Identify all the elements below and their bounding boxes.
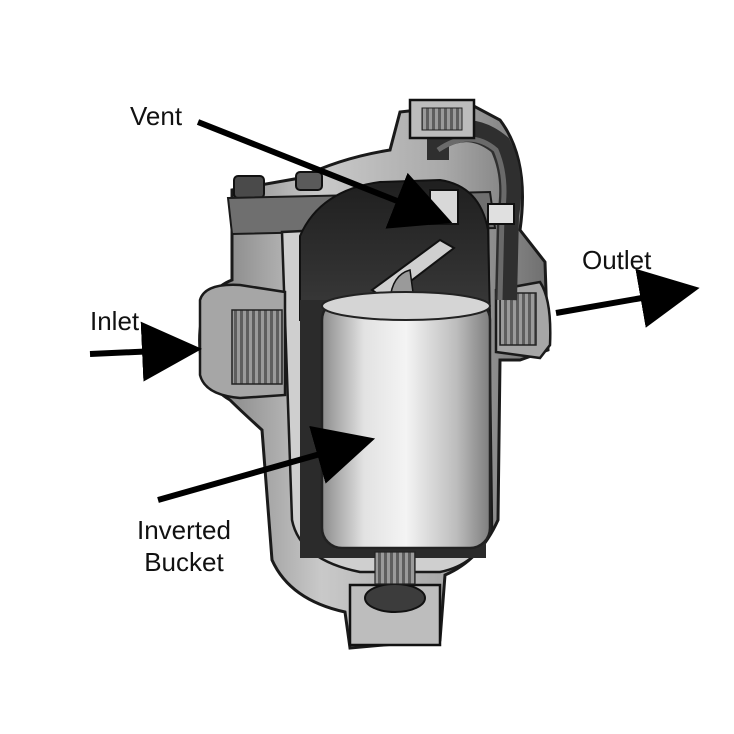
inlet-arrow	[89, 321, 202, 382]
valve-seat	[429, 189, 459, 225]
inverted-bucket-label-line2: Bucket	[144, 547, 224, 577]
outlet-threads	[499, 292, 537, 346]
cover-bolt-mid	[295, 171, 323, 191]
inlet-label: Inlet	[90, 306, 140, 336]
drain-opening	[364, 583, 426, 613]
bucket-arrow	[157, 425, 376, 503]
inverted-bucket-label: Inverted Bucket	[137, 514, 231, 578]
vent-arrow	[196, 119, 453, 229]
inverted-bucket-label-line1: Inverted	[137, 515, 231, 545]
outlet-tube-highlight	[436, 136, 507, 301]
outlet-label: Outlet	[582, 245, 652, 275]
valve-collar	[487, 203, 515, 225]
top-plug-thread	[421, 107, 463, 131]
inverted-bucket	[320, 298, 492, 550]
callout-arrows	[89, 119, 700, 503]
bucket-top	[321, 291, 491, 321]
trap-body	[198, 98, 552, 650]
cover-bolt-left	[233, 175, 265, 199]
vent-label: Vent	[130, 101, 183, 131]
outlet-arrow	[555, 268, 700, 328]
inlet-threads	[231, 309, 283, 385]
top-plug	[408, 98, 476, 140]
drain-thread	[374, 551, 416, 585]
